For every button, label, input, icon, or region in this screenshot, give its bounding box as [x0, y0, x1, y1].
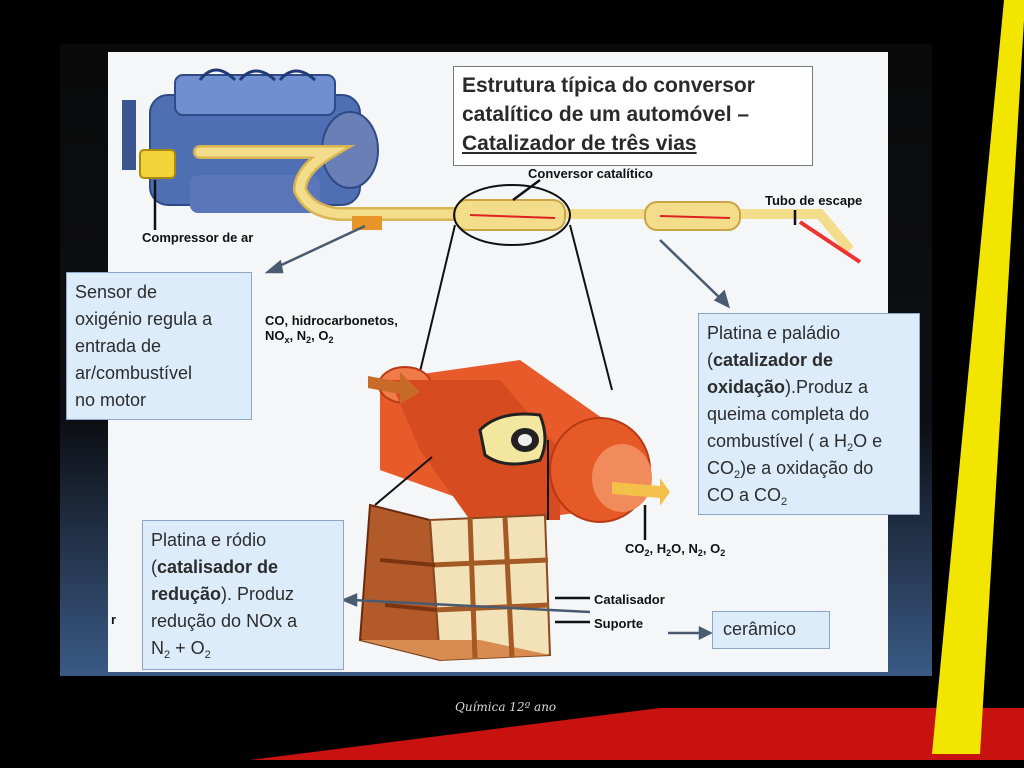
- sensor-line-5: no motor: [75, 390, 147, 410]
- sensor-line-1: Sensor de: [75, 282, 158, 302]
- input-gases-line-1: CO, hidrocarbonetos,: [265, 313, 398, 328]
- oxidation-line-7: CO a CO2: [707, 485, 788, 508]
- diagram-title: Estrutura típica do conversor catalítico…: [453, 66, 813, 166]
- callout-ceramico: cerâmico: [712, 611, 830, 649]
- footer-course-label: Química 12º ano: [455, 700, 557, 714]
- title-line-2: catalítico de um automóvel –: [462, 103, 750, 126]
- catalytic-converter-cutaway: [368, 360, 670, 523]
- reduction-line-2: (catalisador de: [151, 557, 279, 577]
- sensor-line-4: ar/combustível: [75, 363, 193, 383]
- sensor-line-2: oxigénio regula a: [75, 309, 213, 329]
- honeycomb-support: [358, 503, 552, 662]
- leader-lines: [153, 178, 797, 641]
- oxidation-line-1: Platina e paládio: [707, 323, 841, 343]
- label-suporte: Suporte: [594, 616, 644, 631]
- exhaust-pipe: [193, 145, 854, 254]
- label-compressor-de-ar: Compressor de ar: [142, 230, 254, 245]
- oxidation-line-2: (catalizador de: [707, 350, 834, 370]
- oxidation-line-3: oxidação).Produz a: [707, 377, 869, 397]
- label-tubo-de-escape: Tubo de escape: [765, 193, 863, 208]
- title-line-1: Estrutura típica do conversor: [462, 74, 755, 97]
- title-line-3: Catalizador de três vias: [462, 132, 697, 155]
- oxidation-line-6: CO2)e a oxidação do: [707, 458, 874, 481]
- callout-catalizador-oxidacao: Platina e paládio (catalizador de oxidaç…: [698, 313, 920, 515]
- reduction-line-5: N2 + O2: [151, 638, 211, 661]
- input-gases-line-2: NOx, N2, O2: [265, 328, 334, 345]
- label-output-gases: CO2, H2O, N2, O2: [625, 541, 726, 558]
- yellow-stripe-decoration: [932, 0, 1024, 754]
- converter-small: [454, 199, 566, 231]
- sensor-line-3: entrada de: [75, 336, 162, 356]
- edge-letter: r: [111, 612, 117, 627]
- zoom-circle: [453, 184, 571, 246]
- oxidation-line-4: queima completa do: [707, 404, 870, 424]
- red-band-decoration: [250, 708, 1024, 760]
- label-input-gases: CO, hidrocarbonetos, NOx, N2, O2: [265, 313, 398, 345]
- reduction-line-4: redução do NOx a: [151, 611, 298, 631]
- engine-illustration: [122, 68, 379, 213]
- label-catalisador: Catalisador: [594, 592, 665, 607]
- reduction-line-1: Platina e ródio: [151, 530, 267, 550]
- oxidation-line-5: combustível ( a H2O e: [707, 431, 883, 454]
- callout-catalisador-reducao: Platina e ródio (catalisador de redução)…: [142, 520, 344, 670]
- label-conversor-catalitico: Conversor catalítico: [528, 166, 653, 181]
- reduction-line-3: redução). Produz: [151, 584, 295, 604]
- muffler: [644, 201, 862, 264]
- callout-sensor-oxigenio: Sensor de oxigénio regula a entrada de a…: [66, 272, 252, 420]
